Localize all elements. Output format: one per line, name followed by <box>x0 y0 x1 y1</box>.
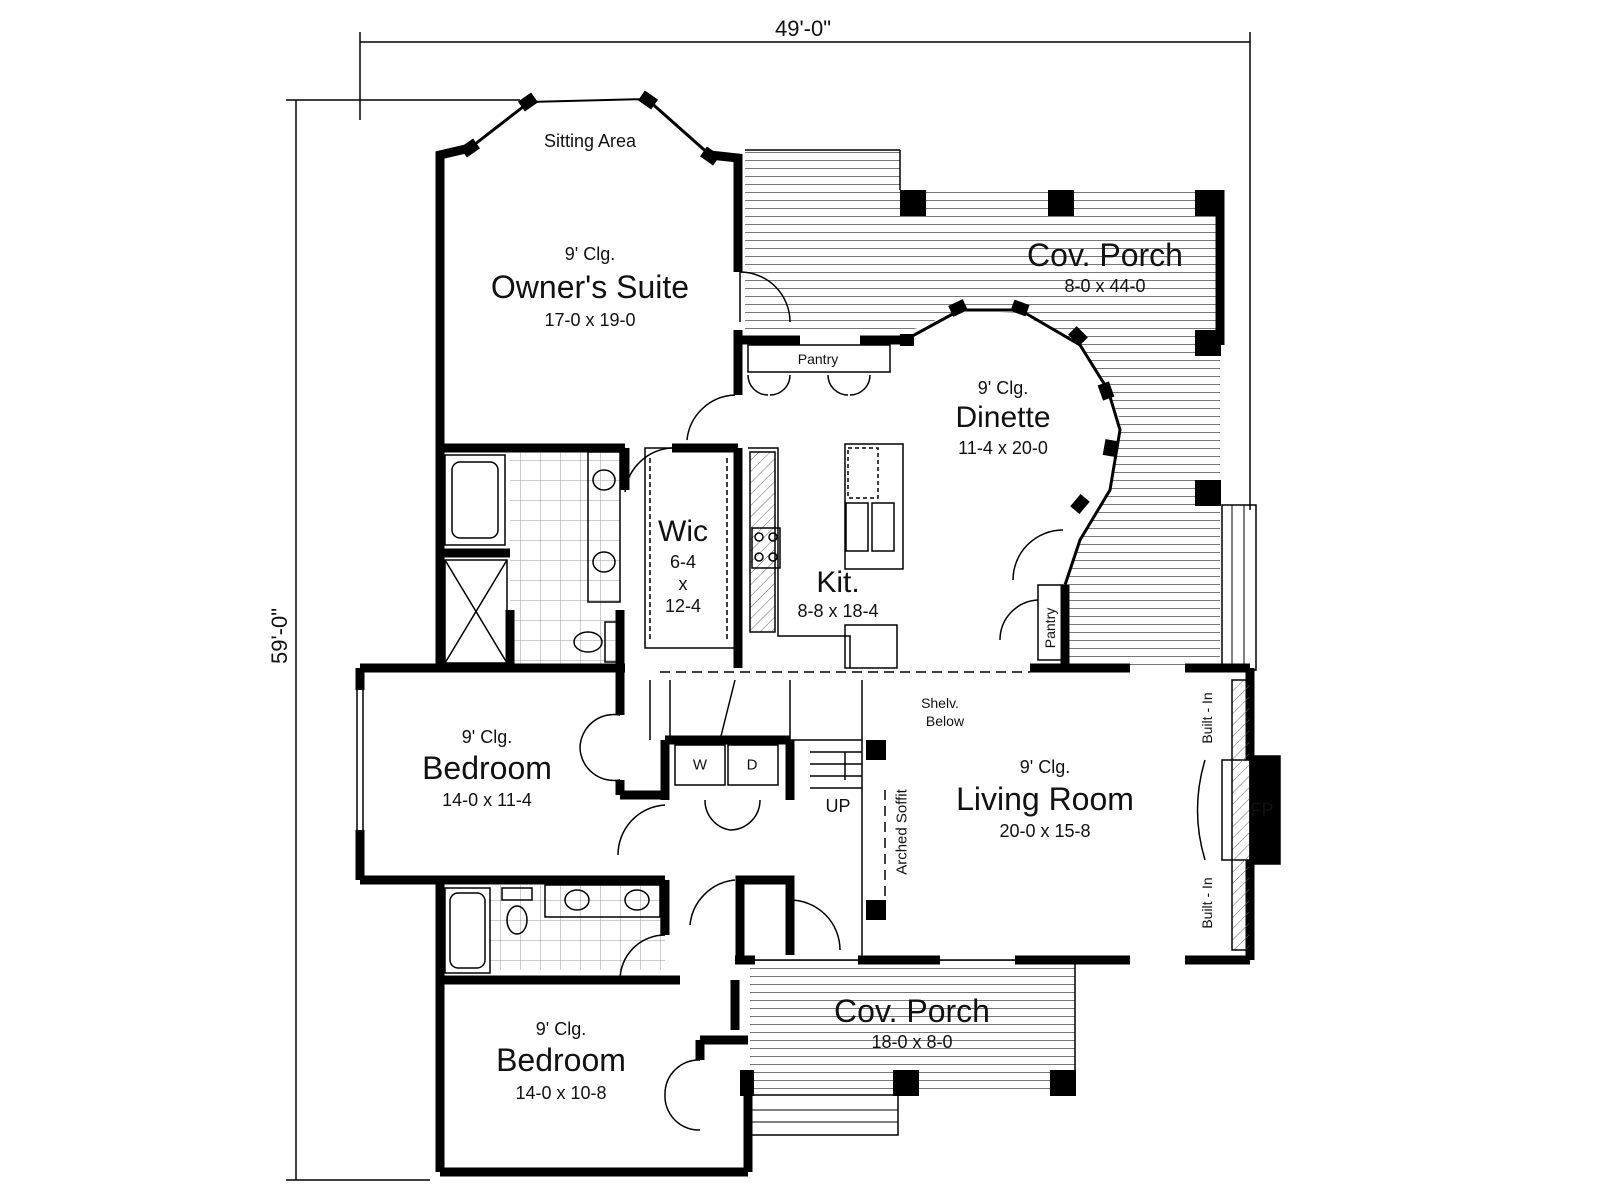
shelv-label: Shelv. <box>921 695 959 711</box>
stairs-up-label: UP <box>825 796 851 816</box>
dinette-ceiling: 9' Clg. <box>977 378 1029 398</box>
door-swings <box>579 271 1064 1131</box>
cov-porch-front-size: 18-0 x 8-0 <box>871 1032 953 1052</box>
washer-label: W <box>692 756 708 774</box>
living-room-size: 20-0 x 15-8 <box>999 821 1091 841</box>
cov-porch-rear-name: Cov. Porch <box>1027 237 1183 273</box>
master-bath-tile <box>510 448 620 668</box>
bedroom-1-size: 14-0 x 11-4 <box>442 790 532 810</box>
built-in-bottom-label: Built - In <box>1199 877 1215 929</box>
window-lines <box>356 690 364 830</box>
rear-porch-deck <box>745 150 1257 671</box>
owners-suite-size: 17-0 x 19-0 <box>544 310 636 330</box>
porch-posts <box>740 190 1221 1096</box>
bedroom-1-ceiling: 9' Clg. <box>461 727 513 747</box>
overall-depth-dimension: 59'-0" <box>267 607 292 665</box>
living-room-ceiling: 9' Clg. <box>1019 757 1071 777</box>
sitting-area-label: Sitting Area <box>543 131 637 151</box>
kitchen-name: Kit. <box>816 566 860 599</box>
below-label: Below <box>925 713 965 729</box>
bedroom-2-ceiling: 9' Clg. <box>535 1019 587 1039</box>
overall-width-dimension: 49'-0" <box>774 16 832 41</box>
dryer-label: D <box>746 756 758 774</box>
dimension-lines <box>286 32 1251 1181</box>
cov-porch-front-name: Cov. Porch <box>834 993 990 1029</box>
built-in-top-label: Built - In <box>1199 692 1215 744</box>
hall-bath-tile <box>490 885 665 970</box>
dinette-size: 11-4 x 20-0 <box>958 438 1048 458</box>
thin-lines <box>444 149 1281 1085</box>
arched-soffit-label: Arched Soffit <box>893 789 911 875</box>
wic-size-x: x <box>678 574 688 594</box>
kitchen-size: 8-8 x 18-4 <box>797 601 879 621</box>
owners-suite-ceiling: 9' Clg. <box>564 244 616 264</box>
wic-size-d: 12-4 <box>664 596 702 616</box>
wic-name: Wic <box>658 515 708 548</box>
bedroom-2-name: Bedroom <box>496 1042 626 1078</box>
owners-suite-name: Owner's Suite <box>490 269 690 305</box>
dinette-name: Dinette <box>955 401 1051 434</box>
wic-size-w: 6-4 <box>669 552 697 572</box>
cov-porch-rear-size: 8-0 x 44-0 <box>1064 276 1146 296</box>
window-posts <box>460 90 720 166</box>
dinette-posts <box>900 299 1118 514</box>
bedroom-1-name: Bedroom <box>422 750 552 786</box>
bedroom-2-size: 14-0 x 10-8 <box>515 1083 607 1103</box>
pantry-top-label: Pantry <box>797 351 839 367</box>
fireplace-label: FP <box>1250 800 1274 820</box>
living-room-name: Living Room <box>956 781 1134 817</box>
pantry-side-label: Pantry <box>1042 607 1058 649</box>
